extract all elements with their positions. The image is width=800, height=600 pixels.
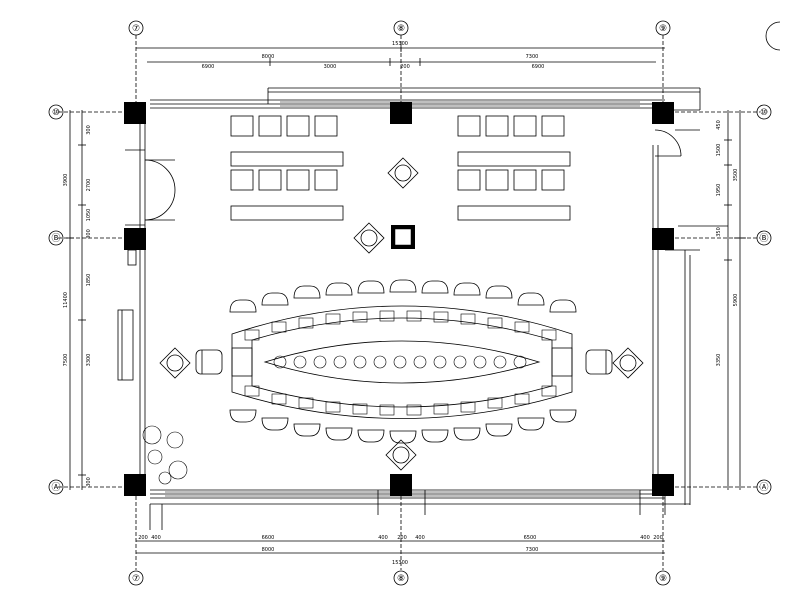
grid-label-8-bottom: ⑧	[397, 574, 405, 584]
outer-armchairs-top	[229, 279, 577, 313]
dim-bottom-seg-2: 7300	[526, 547, 539, 553]
dim-bottom-detail-2: 400	[151, 535, 161, 541]
outer-armchairs-bottom	[229, 409, 577, 444]
center-plants	[273, 355, 527, 369]
dim-left-seg-1: 3900	[63, 174, 69, 187]
grid-label-b-right: Ⓑ	[759, 233, 768, 244]
grid-label-10-right: ⑩	[760, 108, 768, 118]
grid-markers	[48, 20, 781, 586]
dim-left-detail-3: 1050	[86, 209, 92, 222]
dim-bottom-detail-4: 400	[378, 535, 388, 541]
grid-label-a-left: Ⓐ	[51, 482, 60, 493]
dim-bottom-detail-6: 400	[415, 535, 425, 541]
dim-bottom-total: 15300	[392, 560, 408, 566]
dim-left-detail-6: 3300	[86, 354, 92, 367]
dim-right-detail-1: 450	[716, 120, 722, 130]
dim-left-detail-4: 300	[86, 229, 92, 239]
speaker-symbols	[159, 157, 644, 471]
corner-plants	[142, 425, 188, 485]
dim-top-detail-4: 6900	[532, 64, 545, 70]
dimension-texts: 15300 8000 7300 6900 3000 200 6900 15300…	[63, 41, 739, 566]
dim-bottom-seg-1: 8000	[262, 547, 275, 553]
inner-chairs-top	[244, 310, 557, 341]
grid-label-7-top: ⑦	[132, 24, 140, 34]
dim-top-seg-2: 7300	[526, 54, 539, 60]
end-armchair-right	[585, 349, 613, 375]
dim-left-detail-2: 2700	[86, 179, 92, 192]
grid-label-a-right: Ⓐ	[759, 482, 768, 493]
dim-top-detail-2: 3000	[324, 64, 337, 70]
end-armchair-left	[195, 349, 223, 375]
dim-bottom-detail-5: 200	[397, 535, 407, 541]
dim-right-detail-2: 1500	[716, 144, 722, 157]
dim-bottom-detail-9: 200	[653, 535, 663, 541]
dim-top-seg-1: 8000	[262, 54, 275, 60]
dim-left-detail-7: 300	[86, 477, 92, 487]
dim-bottom-detail-7: 6500	[524, 535, 537, 541]
dim-bottom-detail-8: 400	[640, 535, 650, 541]
dim-right-detail-5: 3350	[716, 354, 722, 367]
dim-right-detail-3: 1950	[716, 184, 722, 197]
dim-right-seg-1: 3500	[733, 169, 739, 182]
dim-left-detail-5: 1850	[86, 274, 92, 287]
dim-left-total: 11400	[63, 292, 69, 308]
dim-left-detail-1: 300	[86, 125, 92, 135]
dim-bottom-detail-1: 200	[138, 535, 148, 541]
left-recess	[117, 249, 137, 381]
conference-table	[231, 305, 573, 419]
grid-label-9-bottom: ⑨	[659, 574, 667, 584]
inner-chairs-bottom	[244, 385, 557, 416]
exterior-walls	[139, 87, 728, 530]
dim-top-total: 15300	[392, 41, 408, 47]
window-strip-top	[280, 101, 640, 107]
grid-label-9-top: ⑨	[659, 24, 667, 34]
grid-label-7-bottom: ⑦	[132, 574, 140, 584]
dimension-lines	[58, 35, 760, 570]
dim-right-detail-4: 350	[716, 227, 722, 237]
right-door	[654, 129, 682, 157]
dim-top-detail-1: 6900	[202, 64, 215, 70]
dim-top-detail-3: 200	[400, 64, 410, 70]
dim-bottom-detail-3: 6600	[262, 535, 275, 541]
audience-chairs-right	[457, 115, 571, 221]
dim-right-seg-2: 5900	[733, 294, 739, 307]
audience-chairs-left	[230, 115, 344, 221]
grid-label-b-left: Ⓑ	[51, 233, 60, 244]
dim-left-seg-2: 7500	[63, 354, 69, 367]
left-door	[125, 149, 176, 226]
grid-label-8-top: ⑧	[397, 24, 405, 34]
columns	[124, 102, 674, 496]
axis-labels: ⑦ ⑧ ⑨ ⑦ ⑧ ⑨ ⑩ Ⓑ Ⓐ ⑩ Ⓑ Ⓐ	[51, 24, 768, 584]
grid-label-10-left: ⑩	[52, 108, 60, 118]
